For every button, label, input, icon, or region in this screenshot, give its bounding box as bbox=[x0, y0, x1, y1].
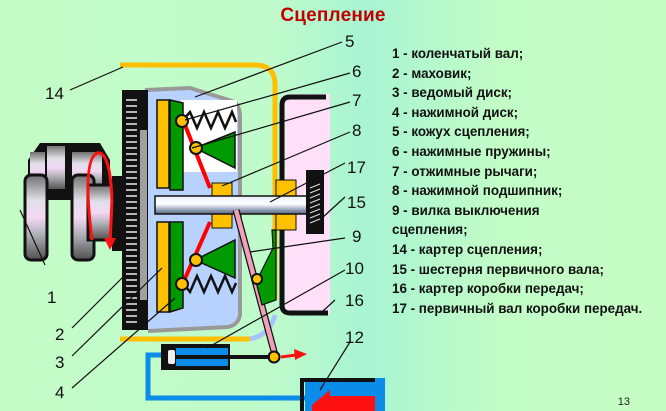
callout-9: 9 bbox=[352, 227, 361, 246]
legend-list: 1 - коленчатый вал; 2 - маховик; 3 - вед… bbox=[392, 44, 666, 318]
legend-item-15: 15 - шестерня первичного вала; bbox=[392, 261, 604, 277]
callout-4: 4 bbox=[55, 383, 64, 402]
legend-item-14: 14 - картер сцепления; bbox=[392, 241, 543, 257]
legend-item-2: 2 - маховик; bbox=[392, 65, 472, 81]
legend-item-6: 6 - нажимные пружины; bbox=[392, 143, 551, 159]
fork-end-joint bbox=[267, 350, 281, 364]
lever-support-upper bbox=[193, 130, 236, 170]
pressure-spring-lower bbox=[182, 272, 238, 296]
lever-support-lower bbox=[193, 238, 236, 280]
legend-item-9: 9 - вилка выключения сцепления; bbox=[392, 202, 540, 238]
legend-item-16: 16 - картер коробки передач; bbox=[392, 281, 584, 297]
leader-lines bbox=[19, 41, 351, 391]
callout-1: 1 bbox=[47, 288, 56, 307]
callout-15: 15 bbox=[347, 193, 366, 212]
primary-shaft-gear bbox=[306, 170, 324, 234]
legend-item-3: 3 - ведомый диск; bbox=[392, 85, 512, 101]
callout-3: 3 bbox=[55, 353, 64, 372]
callout-labels: 1 2 3 4 5 6 7 8 9 10 12 14 15 16 17 bbox=[45, 32, 366, 402]
master-cylinder bbox=[300, 378, 385, 411]
clutch-housing bbox=[120, 62, 278, 300]
driven-disc-upper bbox=[156, 99, 170, 189]
legend-item-5: 5 - кожух сцепления; bbox=[392, 124, 530, 140]
slave-cylinder bbox=[161, 344, 270, 370]
hydraulic-line bbox=[145, 352, 305, 401]
callout-10: 10 bbox=[345, 259, 364, 278]
legend-item-7: 7 - отжимные рычаги; bbox=[392, 163, 538, 179]
callout-2: 2 bbox=[55, 325, 64, 344]
slide-title: Сцепление bbox=[280, 5, 386, 26]
callout-16: 16 bbox=[345, 291, 364, 310]
page-number: 13 bbox=[617, 396, 630, 408]
release-lever-lower bbox=[181, 221, 212, 284]
pressure-disc-lower bbox=[169, 221, 184, 314]
legend-item-8: 8 - нажимной подшипник; bbox=[392, 183, 563, 199]
pressure-disc-upper bbox=[169, 99, 184, 191]
pivot-joints bbox=[175, 114, 203, 291]
callout-14: 14 bbox=[45, 84, 64, 103]
callout-8: 8 bbox=[352, 121, 361, 140]
legend-item-1: 1 - коленчатый вал; bbox=[392, 46, 524, 61]
callout-12: 12 bbox=[345, 328, 364, 347]
callout-7: 7 bbox=[352, 91, 361, 110]
legend-item-17: 17 - первичный вал коробки передач. bbox=[392, 300, 643, 316]
flywheel bbox=[122, 90, 148, 330]
driven-disc-lower bbox=[156, 221, 170, 313]
fork-bracket bbox=[255, 229, 277, 306]
rotation-arrow-icon bbox=[86, 151, 116, 250]
legend-item-4: 4 - нажимной диск; bbox=[392, 104, 519, 120]
callout-17: 17 bbox=[347, 158, 366, 177]
callout-6: 6 bbox=[352, 62, 361, 81]
motion-arrow-icon bbox=[280, 349, 307, 360]
callout-5: 5 bbox=[345, 32, 354, 51]
